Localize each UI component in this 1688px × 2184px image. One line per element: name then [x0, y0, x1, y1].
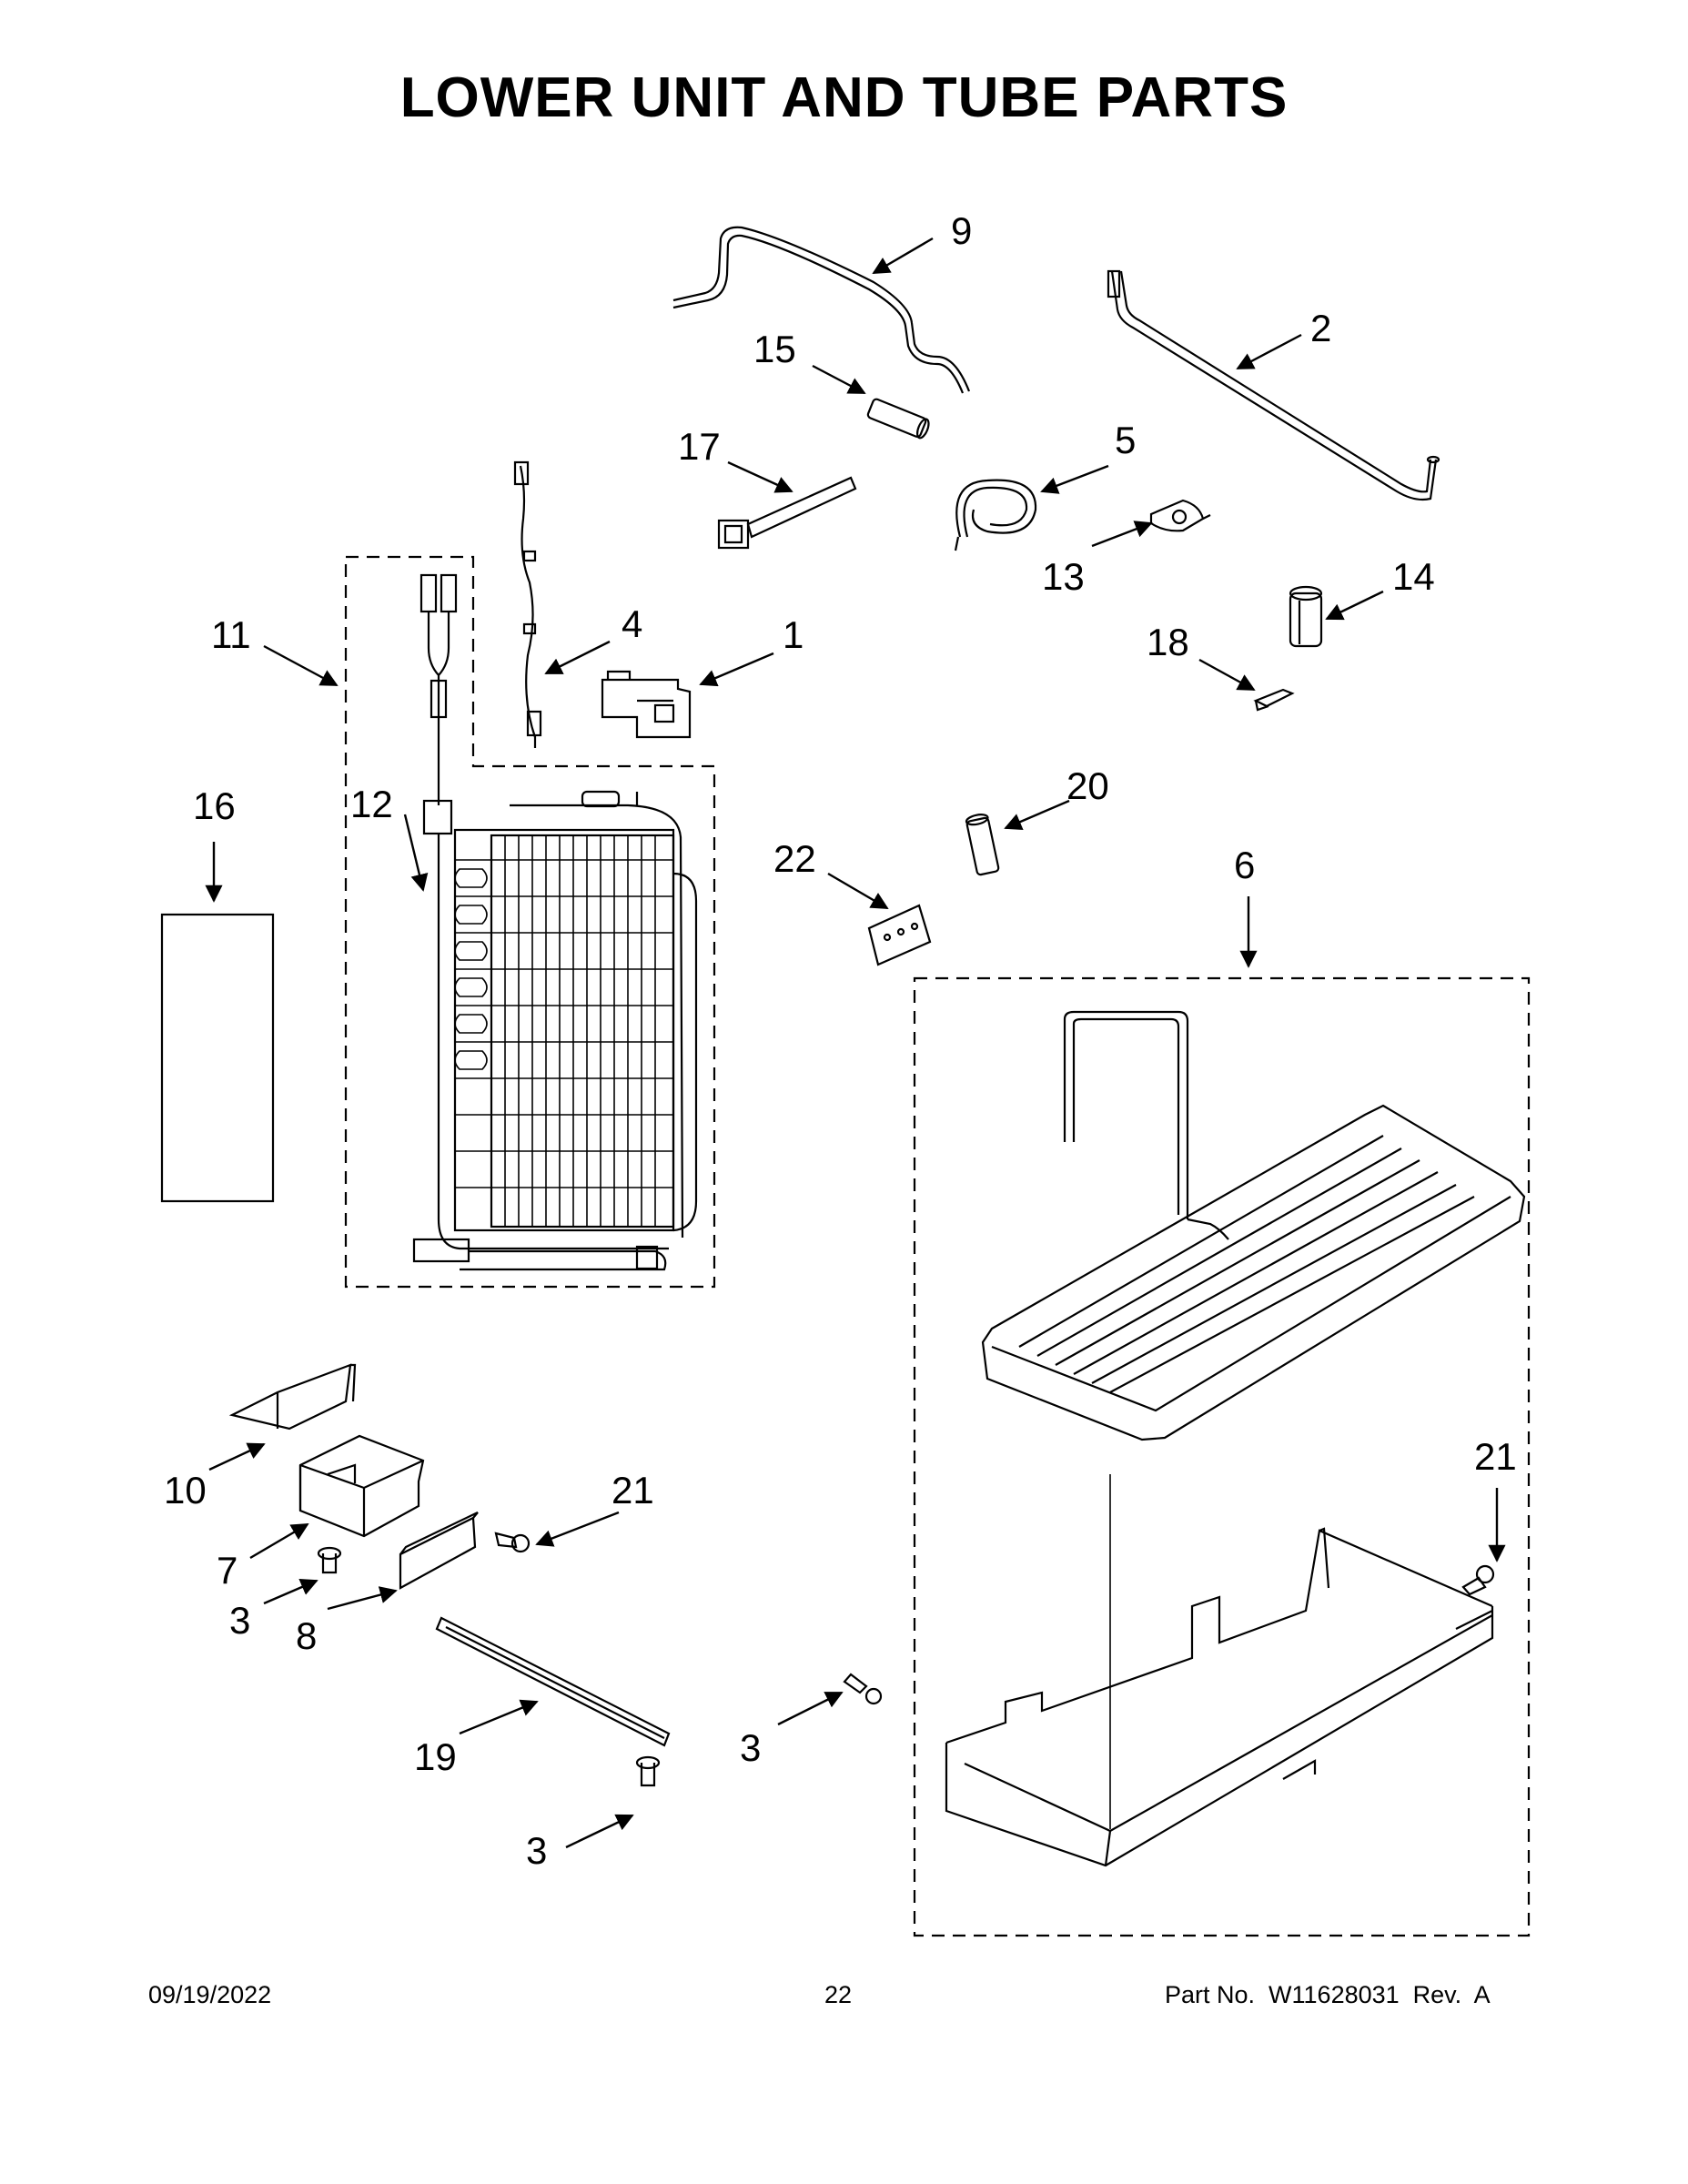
- part-5-coiled-tube: [954, 479, 1037, 551]
- part-6-dashed-outline: [913, 976, 1531, 1937]
- footer-page-number: 22: [824, 1981, 853, 2008]
- callout-4: 4: [622, 602, 642, 645]
- part-15-sleeve: [866, 398, 930, 440]
- leader-lines: [205, 237, 1506, 1849]
- part-6-drain-pan: [945, 1474, 1494, 1867]
- callout-21-right: 21: [1474, 1435, 1517, 1478]
- callout-8: 8: [296, 1614, 317, 1657]
- part-4-wire-harness: [513, 460, 542, 748]
- part-21-screw-b: [1461, 1564, 1495, 1596]
- callout-labels: 9 2 15 17 5 13 14 18 4 1 11 12 16 20 22 …: [164, 209, 1517, 1872]
- part-19-strip: [435, 1616, 671, 1747]
- callout-21-left: 21: [612, 1469, 654, 1512]
- footer-date: 09/19/2022: [148, 1981, 272, 2008]
- part-22-board: [867, 904, 932, 966]
- callout-11: 11: [211, 613, 251, 656]
- part-13-clamp: [1149, 499, 1211, 532]
- callout-18: 18: [1147, 621, 1189, 663]
- part-1-relay: [601, 670, 692, 739]
- callout-16: 16: [193, 784, 236, 827]
- part-18-clip: [1253, 688, 1295, 712]
- callout-7: 7: [217, 1549, 238, 1592]
- callout-6: 6: [1234, 844, 1255, 886]
- callout-15: 15: [753, 328, 796, 370]
- part-2-tube: [1107, 269, 1440, 501]
- callout-13: 13: [1042, 555, 1085, 598]
- callout-17: 17: [678, 425, 721, 468]
- part-21-screw-a: [494, 1532, 531, 1553]
- part-8-bracket: [399, 1512, 479, 1590]
- part-12-condenser: [412, 573, 698, 1271]
- part-3-screw-b: [635, 1755, 661, 1787]
- callout-3-bottom: 3: [526, 1829, 547, 1872]
- part-7-box-bracket: [298, 1434, 425, 1538]
- part-3-screw-a: [317, 1546, 342, 1574]
- part-11-dashed-outline: [344, 555, 716, 1289]
- callout-14: 14: [1392, 555, 1435, 598]
- part-12-condenser-fins: [454, 835, 673, 1227]
- part-20-sleeve: [965, 814, 1000, 876]
- part-17-tie-strap: [717, 476, 857, 550]
- part-14-sleeve: [1289, 585, 1323, 648]
- page-title: LOWER UNIT AND TUBE PARTS: [399, 66, 1289, 129]
- callout-9: 9: [951, 209, 972, 252]
- part-3-screw-c: [843, 1673, 883, 1705]
- callout-19: 19: [414, 1735, 457, 1778]
- callout-10: 10: [164, 1469, 207, 1512]
- part-9-tube: [672, 226, 971, 394]
- part-16-panel: [160, 913, 275, 1203]
- part-6-drain-heater-tray: [981, 1010, 1526, 1441]
- callout-20: 20: [1066, 764, 1109, 807]
- callout-1: 1: [783, 613, 804, 656]
- callout-12: 12: [350, 783, 393, 825]
- callout-3-left: 3: [229, 1599, 250, 1642]
- callout-3-middle: 3: [740, 1726, 761, 1769]
- footer-part-number: Part No. W11628031 Rev. A: [1165, 1981, 1491, 2008]
- callout-2: 2: [1310, 307, 1331, 349]
- callout-22: 22: [773, 837, 816, 880]
- callout-5: 5: [1115, 419, 1136, 461]
- part-10-cover: [228, 1363, 357, 1431]
